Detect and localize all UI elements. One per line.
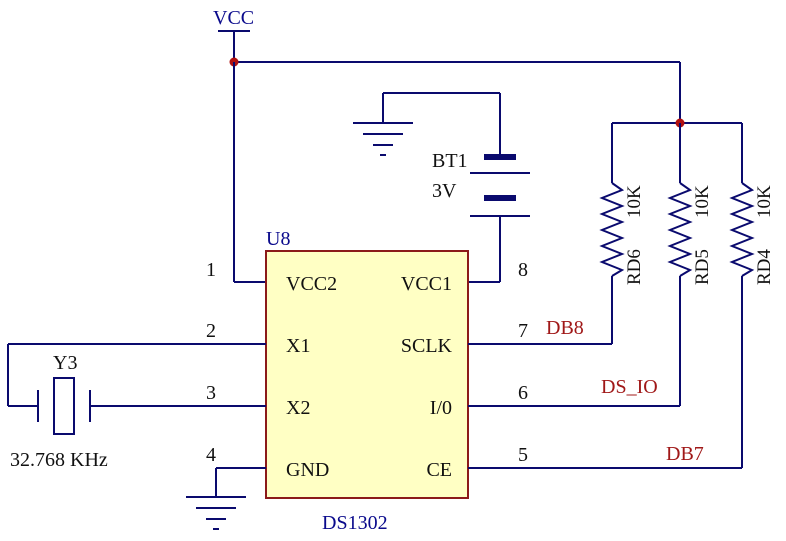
pin7-number: 7	[518, 320, 528, 342]
pin4-number: 4	[206, 444, 216, 466]
pin-x2-name: X2	[286, 397, 310, 419]
net-label-db7: DB7	[666, 443, 704, 465]
battery-bt1	[468, 93, 530, 283]
pin-gnd-name: GND	[286, 459, 329, 481]
pin-vcc1-name: VCC1	[401, 273, 452, 295]
pin8-number: 8	[518, 259, 528, 281]
battery-ground-icon	[353, 92, 500, 156]
pin1-number: 1	[206, 259, 216, 281]
resistor-rd5	[667, 123, 693, 406]
resistor-rd6-value: 10K	[624, 185, 645, 218]
vcc-label: VCC	[213, 7, 254, 29]
resistor-rd4	[729, 123, 755, 468]
chip-ref: U8	[266, 228, 290, 250]
chip-body	[265, 250, 469, 499]
resistor-rd5-ref: RD5	[692, 249, 713, 285]
crystal-value: 32.768 KHz	[10, 449, 108, 471]
crystal-ref: Y3	[53, 352, 77, 374]
resistor-rd4-value: 10K	[754, 185, 775, 218]
pin5-number: 5	[518, 444, 528, 466]
resistor-rd5-value: 10K	[692, 185, 713, 218]
battery-ref: BT1	[432, 150, 468, 172]
pin-x1-name: X1	[286, 335, 310, 357]
pin-ce-name: CE	[426, 459, 452, 481]
battery-value: 3V	[432, 180, 457, 202]
pin3-number: 3	[206, 382, 216, 404]
chip-part-number: DS1302	[322, 512, 388, 534]
net-label-ds-io: DS_IO	[601, 376, 658, 398]
pin-io-name: I/0	[430, 397, 452, 419]
chip-ground-icon	[186, 468, 246, 530]
crystal-y3	[7, 343, 234, 435]
net-label-db8: DB8	[546, 317, 584, 339]
pin6-number: 6	[518, 382, 528, 404]
resistor-rd6	[599, 123, 625, 344]
pin2-number: 2	[206, 320, 216, 342]
pin-sclk-name: SCLK	[401, 335, 453, 357]
resistor-rd4-ref: RD4	[754, 249, 775, 285]
pin-vcc2-name: VCC2	[286, 273, 337, 295]
resistor-rd6-ref: RD6	[624, 249, 645, 285]
